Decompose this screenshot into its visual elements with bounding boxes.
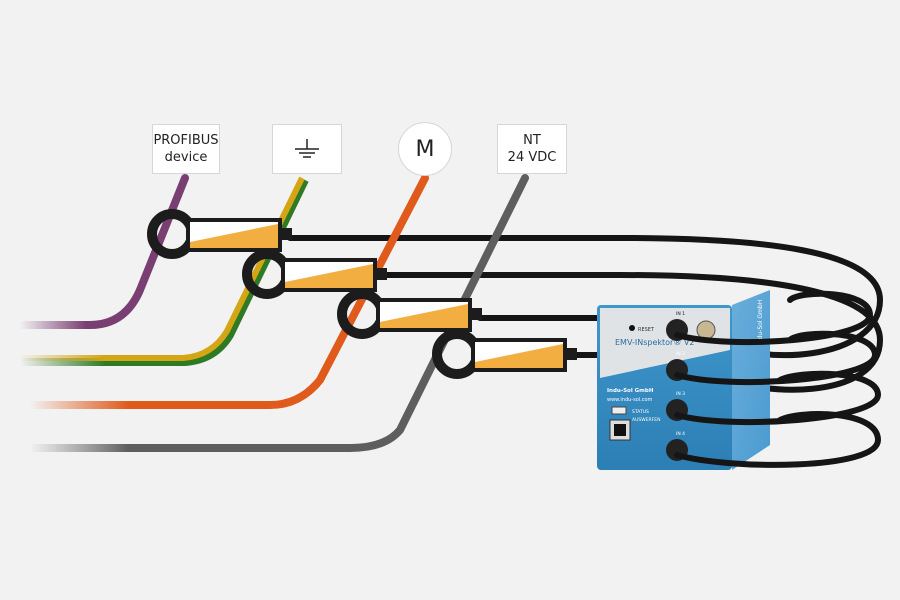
usb-port — [611, 406, 627, 415]
input-label-1: IN 1 — [676, 311, 685, 317]
input-label-4: IN 4 — [676, 431, 685, 437]
profibus-cable — [16, 174, 189, 329]
input-labels: IN 1 IN 2 IN 3 IN 4 — [676, 311, 685, 437]
motor-cable — [26, 174, 429, 409]
ground-cable — [20, 176, 309, 366]
motor-symbol: M — [415, 136, 435, 162]
power-supply-label: NT 24 VDC — [497, 124, 567, 174]
current-clamp-1 — [147, 209, 292, 259]
current-clamp-4 — [432, 329, 577, 379]
front-loop-cables — [674, 290, 882, 468]
input-label-2: IN 2 — [676, 351, 685, 357]
power-label-line2: 24 VDC — [507, 150, 557, 165]
power-cable — [26, 174, 529, 452]
reset-label: RESET — [638, 327, 655, 333]
profibus-label-line2: device — [164, 150, 208, 165]
bnc-connector — [696, 320, 716, 340]
device-company: Indu-Sol GmbH — [607, 388, 654, 394]
status-label: STATUS — [632, 409, 649, 415]
device-url: www.indu-sol.com — [607, 397, 653, 403]
eject-label: AUSWERFEN — [632, 417, 660, 423]
ground-icon — [295, 139, 319, 158]
input-label-3: IN 3 — [676, 391, 685, 397]
profibus-device-label: PROFIBUS device — [152, 124, 220, 174]
current-clamp-3 — [337, 289, 482, 339]
device-name: EMV-INspektor® V2 — [615, 338, 694, 347]
device-side-brand: Indu-Sol GmbH — [757, 300, 764, 345]
ground-label — [272, 124, 342, 174]
measurement-cable-2 — [382, 272, 884, 393]
measurement-cable-1 — [287, 235, 884, 359]
power-label-line1: NT — [523, 133, 541, 148]
current-clamp-2 — [242, 249, 387, 299]
reset-led — [629, 325, 635, 331]
profibus-label-line1: PROFIBUS — [153, 133, 219, 148]
motor-label: M — [398, 122, 452, 176]
